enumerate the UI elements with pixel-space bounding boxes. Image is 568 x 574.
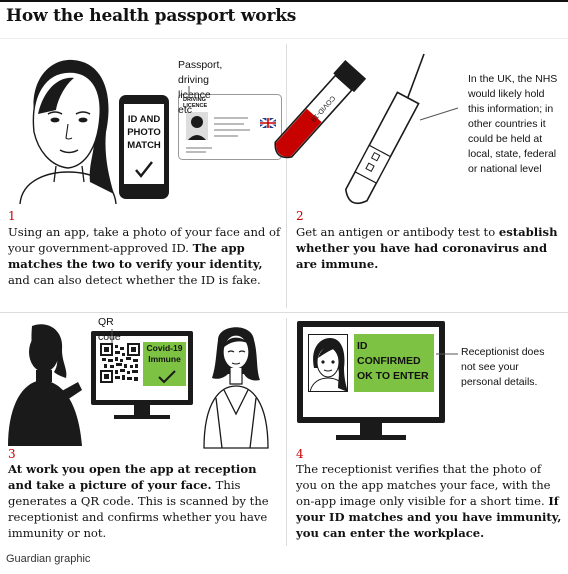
phone-text: ID AND PHOTO MATCH [127, 114, 161, 151]
column-divider [286, 44, 287, 308]
checkmark-icon [135, 161, 153, 178]
qr-code-icon [100, 343, 140, 383]
step-1-caption: Using an app, take a photo of your face … [8, 225, 281, 287]
test-tube-icon [344, 53, 425, 205]
step-3-number: 3 [8, 447, 16, 461]
union-jack-flag-icon [259, 117, 277, 129]
qr-label: QR code [98, 316, 121, 343]
row-divider [0, 38, 568, 39]
immune-status-panel [143, 342, 186, 386]
confirmation-text: ID CONFIRMED OK TO ENTER [357, 340, 429, 382]
woman-silhouette-icon [8, 324, 82, 446]
top-rule [0, 0, 568, 2]
driving-licence-icon [178, 94, 282, 160]
storage-note: In the UK, the NHS would likely hold thi… [468, 73, 558, 175]
leader-line [436, 353, 458, 355]
receptionist-note: Receptionist does not see your personal … [461, 346, 545, 388]
step-4-number: 4 [296, 447, 304, 461]
licence-heading: DRIVING LICENCE [183, 97, 208, 109]
face-outline-icon [19, 59, 117, 205]
confirmation-panel [354, 334, 434, 392]
licence-label: Passport, driving licence etc [178, 59, 223, 116]
page-title: How the health passport works [6, 6, 297, 26]
step-4-caption: The receptionist verifies that the photo… [296, 462, 562, 540]
column-divider [286, 318, 287, 546]
leader-line [111, 329, 113, 343]
leader-line [188, 86, 190, 98]
credit-line: Guardian graphic [6, 553, 91, 565]
face-outline-icon [308, 334, 348, 393]
blood-test-tube-icon: COVID-19 [274, 59, 367, 159]
step-2-caption: Get an antigen or antibody test to estab… [296, 225, 558, 271]
checkmark-icon [158, 370, 176, 384]
step-1-number: 1 [8, 209, 16, 223]
row-divider [0, 312, 568, 313]
step-2-number: 2 [296, 209, 304, 223]
step-3-caption: At work you open the app at reception an… [8, 462, 269, 540]
leader-line [419, 107, 459, 121]
smartphone-icon [119, 95, 169, 199]
receptionist-icon [203, 327, 269, 449]
immune-status-text: Covid-19 Immune [146, 343, 183, 364]
